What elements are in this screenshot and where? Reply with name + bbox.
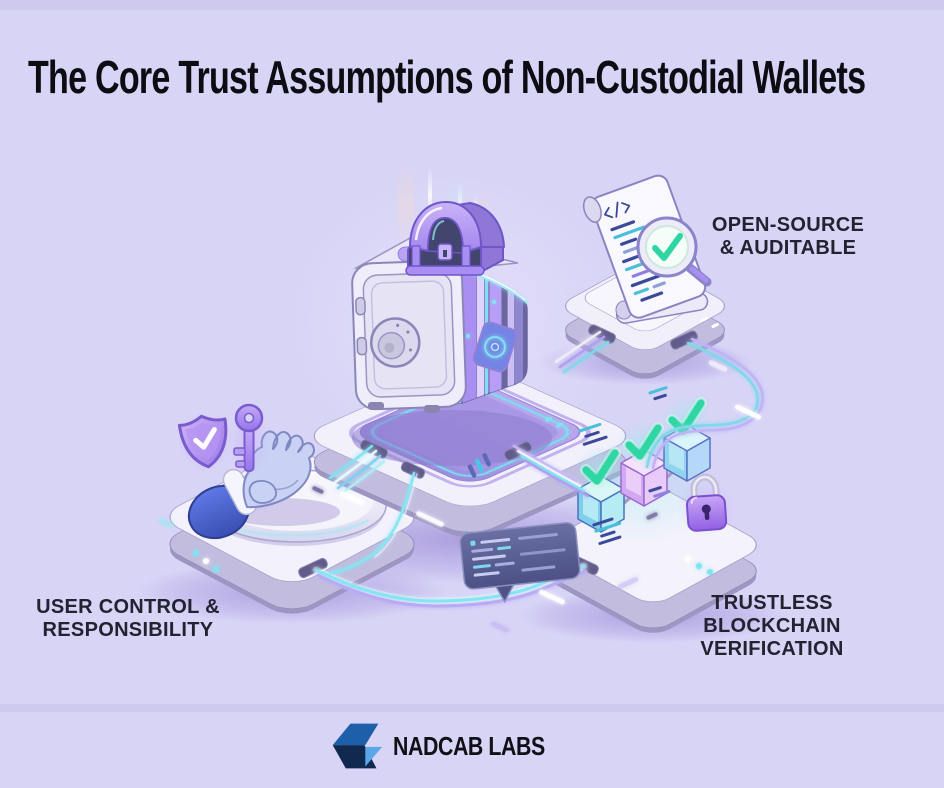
bubble-code-lines — [470, 532, 566, 577]
label-line: & AUDITABLE — [719, 237, 857, 259]
label-trustless-verification: TRUSTLESS BLOCKCHAIN VERIFICATION — [652, 592, 892, 661]
vent-slots — [467, 453, 492, 478]
wire-port — [670, 330, 698, 350]
label-line: OPEN-SOURCE — [711, 214, 865, 236]
top-border-strip — [0, 0, 944, 10]
connection-wires — [312, 330, 764, 608]
thumb — [248, 479, 277, 504]
label-open-source: OPEN-SOURCE & AUDITABLE — [668, 214, 908, 260]
wire-loop-scroll-to-chain — [645, 337, 764, 470]
nadcab-logo-icon — [333, 723, 383, 769]
padlock-icon — [676, 473, 737, 537]
shield-check-icon — [176, 412, 234, 472]
code-dash-clusters — [578, 386, 671, 546]
open-hand-icon — [176, 403, 340, 540]
key-icon — [227, 403, 271, 478]
wire-branch-center — [328, 471, 418, 575]
led-dots — [545, 416, 563, 428]
magnifier-check-icon — [636, 216, 712, 287]
code-tag-glyph — [603, 201, 631, 219]
vault-door — [351, 259, 467, 411]
led-dots — [193, 550, 219, 572]
checkmark-icon — [652, 233, 683, 261]
wire-port — [400, 461, 426, 479]
wire-bundle-scroll — [554, 330, 610, 374]
wire-bundle-left — [328, 444, 386, 495]
treasure-chest-icon — [397, 201, 505, 276]
led-dots — [685, 556, 713, 575]
label-user-control: USER CONTROL & RESPONSIBILITY — [8, 596, 248, 642]
blockchain-cubes-icon — [574, 395, 712, 533]
wire-bundle-right — [512, 444, 590, 498]
label-line: BLOCKCHAIN — [703, 615, 841, 637]
brand-name: NADCAB LABS — [393, 730, 546, 761]
vault-side-panel — [472, 321, 518, 373]
label-line: VERIFICATION — [700, 638, 844, 660]
label-line: USER CONTROL & — [36, 596, 220, 618]
code-bubble-icon — [459, 522, 581, 604]
checkmark-icon — [574, 395, 712, 490]
label-line: RESPONSIBILITY — [42, 619, 214, 641]
brand-footer: NADCAB LABS — [0, 716, 926, 776]
checkmark-icon — [193, 427, 217, 450]
label-line: TRUSTLESS — [711, 592, 833, 614]
page-title: The Core Trust Assumptions of Non-Custod… — [28, 51, 866, 103]
background-seam — [0, 704, 944, 712]
